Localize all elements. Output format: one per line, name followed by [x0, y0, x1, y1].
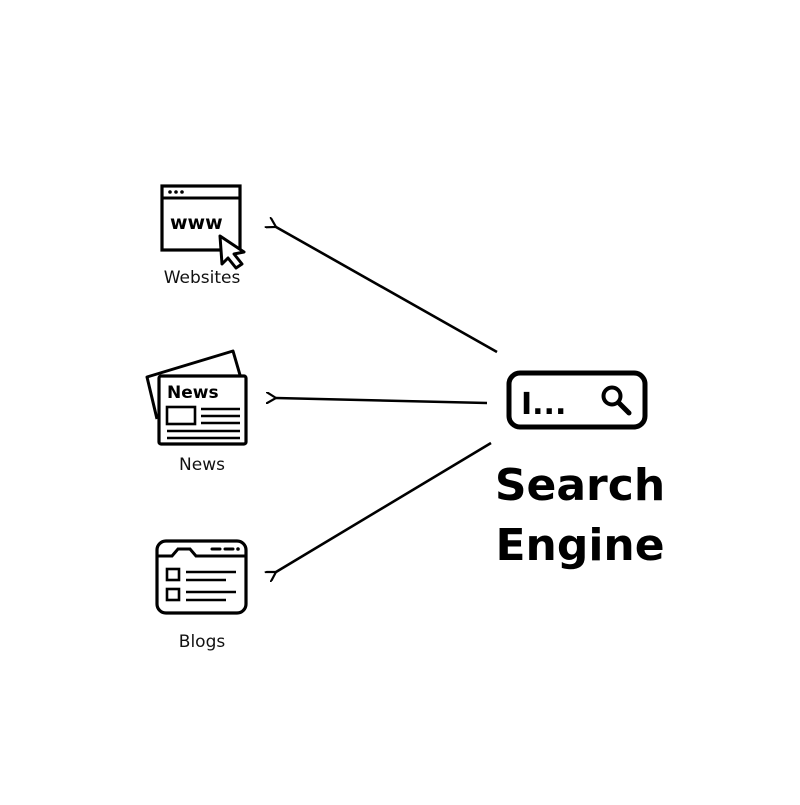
arrow-to-blogs — [276, 441, 492, 572]
websites-label: Websites — [163, 268, 241, 288]
newspaper-icon: News — [145, 349, 248, 446]
news-icon-text: News — [167, 383, 219, 403]
search-engine-title-line2: Engine — [495, 520, 665, 571]
news-label: News — [179, 455, 225, 475]
blog-window-icon — [155, 539, 248, 615]
arrow-to-news — [276, 398, 488, 405]
arrow-to-websites — [276, 227, 498, 354]
browser-www-icon: www — [160, 184, 246, 270]
search-engine-title: Search Engine — [450, 456, 710, 576]
search-box-text: I... — [521, 387, 566, 422]
search-engine-title-line1: Search — [494, 460, 666, 511]
www-text: www — [170, 212, 223, 234]
blogs-label: Blogs — [178, 632, 226, 652]
magnifier-icon — [601, 385, 632, 416]
search-bar-icon: I... — [506, 370, 648, 430]
